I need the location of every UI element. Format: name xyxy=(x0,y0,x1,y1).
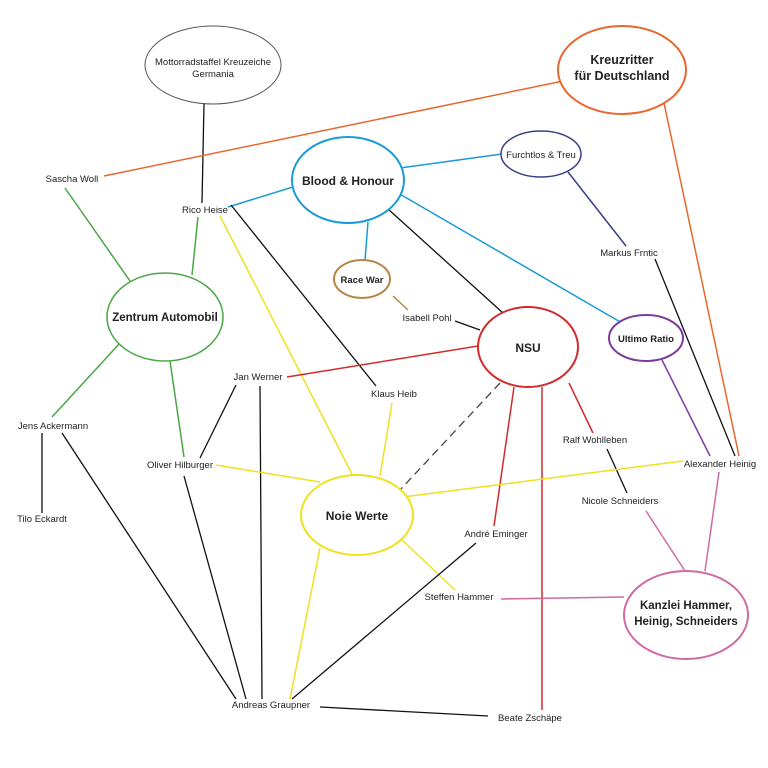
edge-oliver-noie xyxy=(215,464,321,483)
nsu-ellipse[interactable] xyxy=(477,306,579,388)
furchtlos-ellipse[interactable] xyxy=(500,130,582,178)
edge-andre-andreas xyxy=(291,542,477,700)
person-isabell-pohl[interactable]: Isabell Pohl xyxy=(402,313,451,324)
edge-isabell-nsu xyxy=(454,320,481,331)
person-tilo-eckardt[interactable]: Tilo Eckardt xyxy=(17,514,67,525)
person-sascha-woll[interactable]: Sascha Woll xyxy=(46,174,99,185)
kreuzritter-label-line: für Deutschland xyxy=(574,69,669,83)
blood-label: Blood & Honour xyxy=(302,174,394,188)
noie-label: Noie Werte xyxy=(326,509,389,523)
kanzlei-label-line: Kanzlei Hammer, xyxy=(640,600,732,612)
racewar-label: Race War xyxy=(341,275,384,286)
edge-jens-andreas xyxy=(61,432,237,700)
edge-sascha-zentrum xyxy=(64,187,131,282)
edge-noie-steffen xyxy=(399,537,456,591)
edge-blood-racewar xyxy=(364,221,369,261)
furchtlos-label-line: Furchtlos & Treu xyxy=(506,150,576,161)
edge-rico-blood xyxy=(227,186,294,208)
blood-label-line: Blood & Honour xyxy=(302,174,394,188)
racewar-label-line: Race War xyxy=(341,275,384,286)
mottorrad-ellipse[interactable] xyxy=(144,25,282,105)
person-klaus-heib[interactable]: Klaus Heib xyxy=(371,389,417,400)
person-andreas-graupner[interactable]: Andreas Graupner xyxy=(232,700,310,711)
racewar-ellipse[interactable] xyxy=(333,259,391,299)
edge-rico-zentrum xyxy=(191,216,199,276)
edge-nsu-noie-dashed xyxy=(399,382,501,491)
edge-janwerner-oliver xyxy=(199,384,237,459)
edge-rico-noie xyxy=(219,215,354,477)
ultimo-label-line: Ultimo Ratio xyxy=(618,334,674,345)
noie-ellipse[interactable] xyxy=(300,474,414,556)
kanzlei-label-line: Heinig, Schneiders xyxy=(634,616,738,628)
edge-furchtlos-markus xyxy=(567,171,627,247)
blood-ellipse[interactable] xyxy=(291,136,405,224)
edge-blood-ultimo xyxy=(397,192,623,324)
nodes: Kreuzritter für Deutschland Mottorradstaf… xyxy=(17,25,756,724)
ultimo-ellipse[interactable] xyxy=(608,314,684,362)
mottorrad-label-line: Germania xyxy=(192,69,234,80)
person-beate-zschaepe[interactable]: Beate Zschäpe xyxy=(498,713,562,724)
zentrum-label: Zentrum Automobil xyxy=(112,312,218,324)
edge-ultimo-alexander xyxy=(661,359,711,457)
person-oliver-hilburger[interactable]: Oliver Hilburger xyxy=(147,460,213,471)
kanzlei-ellipse[interactable] xyxy=(623,570,749,660)
edge-noie-andreas xyxy=(289,547,321,700)
edge-nsu-andre xyxy=(493,386,515,527)
edge-blood-nsu xyxy=(387,208,504,314)
zentrum-ellipse[interactable] xyxy=(106,272,224,362)
edge-kreuzritter-sascha xyxy=(103,79,569,177)
person-andre-eminger[interactable]: André Eminger xyxy=(464,529,527,540)
edge-nsu-janwerner xyxy=(286,345,479,378)
furchtlos-label: Furchtlos & Treu xyxy=(506,150,576,161)
edge-noie-alexander xyxy=(402,460,684,498)
edge-nsu-ralf xyxy=(568,382,594,434)
person-markus-frntic[interactable]: Markus Frntic xyxy=(600,248,658,259)
nsu-label: NSU xyxy=(515,341,540,355)
edges xyxy=(41,79,740,717)
edge-rico-klaus xyxy=(230,204,377,387)
person-ralf-wohlleben[interactable]: Ralf Wohlleben xyxy=(563,435,627,446)
kreuzritter-ellipse[interactable] xyxy=(557,25,687,115)
edge-blood-furchtlos xyxy=(399,153,503,169)
person-alexander-heinig[interactable]: Alexander Heinig xyxy=(684,459,756,470)
edge-kreuzritter-alexander xyxy=(663,102,740,457)
edge-nicole-kanzlei xyxy=(645,510,686,572)
kanzlei-label: Kanzlei Hammer, Heinig, Schneiders xyxy=(634,600,738,628)
edge-zentrum-oliver xyxy=(169,360,185,458)
edge-klaus-noie xyxy=(379,402,393,477)
kreuzritter-label: Kreuzritter für Deutschland xyxy=(574,53,669,83)
edge-steffen-kanzlei xyxy=(500,596,625,600)
edge-alexander-kanzlei xyxy=(704,471,720,572)
person-rico-heise[interactable]: Rico Heise xyxy=(182,205,228,216)
edge-markus-alexander xyxy=(654,258,736,457)
kreuzritter-label-line: Kreuzritter xyxy=(590,53,653,67)
person-jan-werner[interactable]: Jan Werner xyxy=(234,372,283,383)
edge-janwerner-andreas xyxy=(259,385,263,700)
edge-oliver-andreas xyxy=(183,475,247,700)
person-jens-ackermann[interactable]: Jens Ackermann xyxy=(18,421,88,432)
edge-mottorrad-rico xyxy=(201,103,205,204)
mottorrad-label-line: Mottorradstaffel Kreuzeiche xyxy=(155,57,271,68)
edge-andreas-beate xyxy=(319,706,489,717)
ultimo-label: Ultimo Ratio xyxy=(618,334,674,345)
person-nicole-schneiders[interactable]: Nicole Schneiders xyxy=(582,496,659,507)
zentrum-label-line: Zentrum Automobil xyxy=(112,312,218,324)
person-steffen-hammer[interactable]: Steffen Hammer xyxy=(425,592,494,603)
edge-racewar-isabell xyxy=(392,295,409,311)
nsu-label-line: NSU xyxy=(515,341,540,355)
edge-ralf-nicole xyxy=(606,448,628,494)
edge-zentrum-jens xyxy=(51,342,121,418)
noie-label-line: Noie Werte xyxy=(326,509,389,523)
